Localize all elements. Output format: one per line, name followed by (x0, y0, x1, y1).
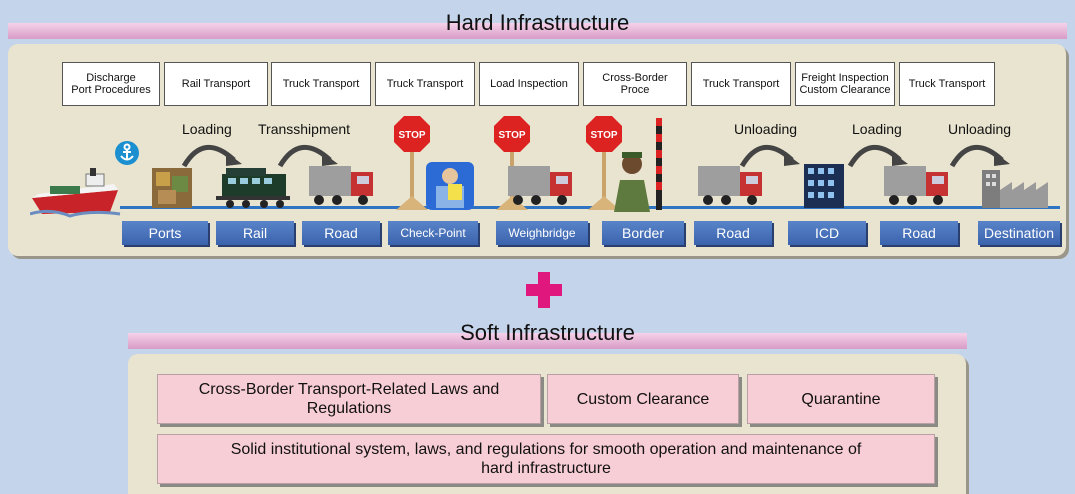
doc-discharge-port-procedures: Discharge Port Procedures (62, 62, 160, 106)
transport-route-line (120, 206, 1060, 209)
soft-title-band (128, 333, 967, 349)
curved-arrow-icon-loading (181, 144, 242, 168)
hard-infrastructure-title: Hard Infrastructure (445, 10, 630, 35)
stop-sign-icon-1: STOP (394, 116, 430, 210)
cargo-ship-icon (30, 168, 121, 218)
soft-box-institutional-system: Solid institutional system, laws, and re… (157, 434, 935, 484)
truck-icon-weighbridge (508, 166, 572, 205)
stop-sign-icon-3: STOP (586, 116, 622, 210)
curved-arrow-icon-unloading-1 (739, 144, 800, 168)
node-destination: Destination (978, 221, 1060, 245)
anchor-icon (115, 141, 139, 165)
inspector-officer-icon (426, 162, 474, 210)
node-icd: ICD (788, 221, 866, 245)
curved-arrow-icon-transshipment (277, 144, 338, 168)
plus-icon (526, 272, 562, 308)
doc-load-inspection: Load Inspection (479, 62, 579, 106)
node-border: Border (602, 221, 684, 245)
truck-icon-road-1 (309, 166, 373, 205)
doc-truck-transport-2: Truck Transport (375, 62, 475, 106)
doc-truck-transport-1: Truck Transport (271, 62, 371, 106)
node-road-2: Road (694, 221, 772, 245)
svg-text:STOP: STOP (398, 130, 425, 141)
transfer-label-transshipment: Transshipment (258, 121, 351, 137)
node-ports: Ports (122, 221, 208, 245)
border-guard-icon (614, 152, 650, 212)
transfer-label-loading-1: Loading (182, 121, 232, 137)
doc-truck-transport-4: Truck Transport (899, 62, 995, 106)
hard-title-band (8, 23, 1067, 39)
svg-text:STOP: STOP (498, 130, 525, 141)
curved-arrow-icon-unloading-2 (949, 144, 1010, 168)
icd-building-icon (804, 164, 844, 208)
soft-box-quarantine: Quarantine (747, 374, 935, 424)
curved-arrow-icon-loading-2 (847, 144, 908, 168)
transfer-label-unloading-1: Unloading (734, 121, 798, 137)
soft-infrastructure-title: Soft Infrastructure (460, 320, 635, 345)
svg-text:STOP: STOP (590, 130, 617, 141)
doc-truck-transport-3: Truck Transport (691, 62, 791, 106)
stop-sign-icon-2: STOP (494, 116, 530, 210)
node-rail: Rail (216, 221, 294, 245)
transfer-label-unloading-2: Unloading (948, 121, 1012, 137)
border-barrier-pole-icon (656, 118, 662, 210)
doc-rail-transport: Rail Transport (164, 62, 268, 106)
node-weighbridge: Weighbridge (496, 221, 588, 245)
locomotive-icon (216, 168, 290, 208)
truck-icon-road-3 (884, 166, 948, 205)
soft-box-laws-regulations: Cross-Border Transport-Related Laws and … (157, 374, 541, 424)
node-road-1: Road (302, 221, 380, 245)
factory-destination-icon (982, 170, 1048, 208)
node-road-3: Road (880, 221, 958, 245)
transfer-label-loading-2: Loading (852, 121, 902, 137)
truck-icon-road-2 (698, 166, 762, 205)
doc-freight-inspection-custom-clearance: Freight Inspection Custom Clearance (795, 62, 895, 106)
soft-box-custom-clearance: Custom Clearance (547, 374, 739, 424)
doc-cross-border-proce: Cross-Border Proce (583, 62, 687, 106)
node-check-point: Check-Point (388, 221, 478, 245)
container-crate-icon (152, 168, 192, 208)
